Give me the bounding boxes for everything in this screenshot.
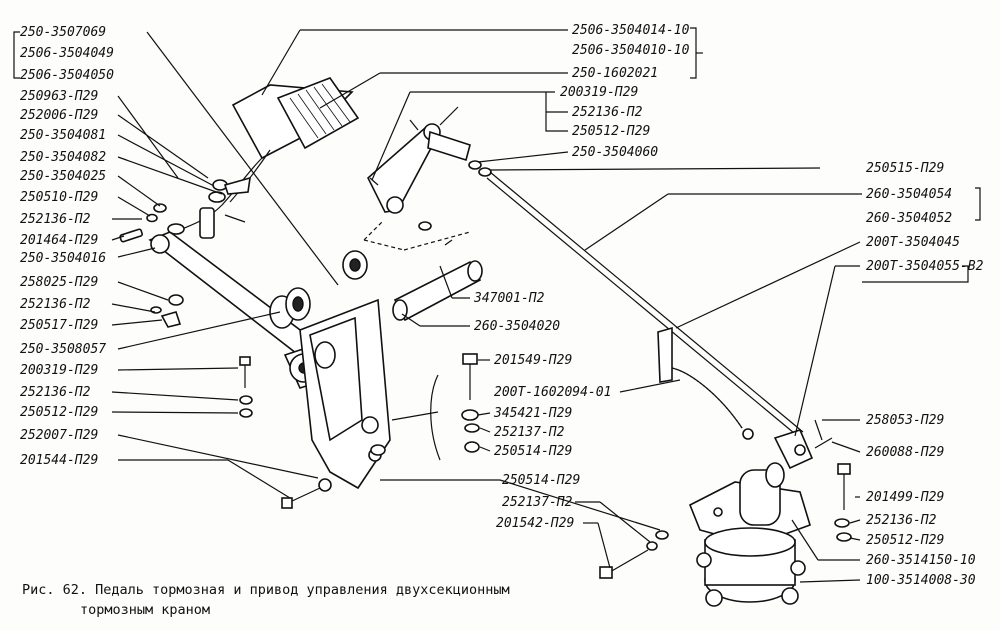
label-252136-p2-a: 252136-П2 — [20, 212, 91, 227]
label-347001-p2: 347001-П2 — [473, 291, 545, 306]
label-2506-3504014-10: 2506-3504014-10 — [572, 23, 690, 38]
label-200t-1602094-01: 200Т-1602094-01 — [494, 385, 611, 400]
label-252136-p2-e: 252136-П2 — [866, 513, 937, 528]
label-252136-p2-c: 252136-П2 — [20, 385, 91, 400]
label-200t-3504045: 200Т-3504045 — [866, 235, 960, 250]
caption-line-2: тормозным краном — [80, 602, 210, 618]
caption-line-1: Рис. 62. Педаль тормозная и привод управ… — [22, 582, 510, 598]
rod-spring — [657, 326, 754, 440]
label-201499-p29: 201499-П29 — [866, 490, 944, 505]
label-2506-3504049: 2506-3504049 — [20, 46, 114, 61]
center-labels: 347001-П2 260-3504020 201549-П29 200Т-16… — [473, 291, 611, 531]
figure-caption: Рис. 62. Педаль тормозная и привод управ… — [22, 582, 510, 618]
bracket-link — [391, 411, 439, 421]
label-260-3504020: 260-3504020 — [474, 319, 560, 334]
pedal-bracket — [299, 298, 391, 492]
label-250-1602021: 250-1602021 — [572, 66, 658, 81]
label-252137-p2-a: 252137-П2 — [494, 425, 565, 440]
label-201549-p29: 201549-П29 — [494, 353, 572, 368]
label-250512-p29-b: 250512-П29 — [572, 124, 650, 139]
label-250514-p29-b: 250514-П29 — [502, 473, 580, 488]
label-201464-p29: 201464-П29 — [20, 233, 98, 248]
label-252137-p2-b: 252137-П2 — [502, 495, 573, 510]
label-2506-3504050: 2506-3504050 — [20, 68, 114, 83]
label-260-3504052: 260-3504052 — [866, 211, 952, 226]
label-250514-p29-a: 250514-П29 — [494, 444, 572, 459]
label-345421-p29: 345421-П29 — [493, 406, 572, 421]
label-250-3507069: 250-3507069 — [20, 25, 106, 40]
pedal-shaft — [392, 239, 483, 322]
left-labels: 250-3507069 2506-3504049 2506-3504050 25… — [20, 25, 114, 468]
rod-clevis — [773, 419, 833, 470]
label-250-3504016: 250-3504016 — [20, 251, 106, 266]
upper-lever — [367, 106, 492, 231]
dash-bracket-1 — [363, 221, 471, 251]
label-250517-p29: 250517-П29 — [20, 318, 98, 333]
label-252006-p29: 252006-П29 — [20, 108, 98, 123]
label-201542-p29: 201542-П29 — [496, 516, 574, 531]
right-labels: 250515-П29 260-3504054 260-3504052 200Т-… — [866, 161, 984, 588]
label-258053-p29: 258053-П29 — [866, 413, 944, 428]
label-250-3504060: 250-3504060 — [572, 145, 658, 160]
label-250-3508057: 250-3508057 — [20, 342, 106, 357]
label-258025-p29: 258025-П29 — [20, 275, 98, 290]
label-250512-p29-c: 250512-П29 — [866, 533, 944, 548]
label-200319-p29-a: 200319-П29 — [20, 363, 98, 378]
label-201544-p29: 201544-П29 — [20, 453, 98, 468]
label-260-3514150-10: 260-3514150-10 — [866, 553, 976, 568]
label-250510-p29: 250510-П29 — [20, 190, 98, 205]
bushings — [269, 250, 368, 369]
pull-rod — [486, 171, 804, 439]
label-260-3504054: 260-3504054 — [866, 187, 952, 202]
label-250-3504082: 250-3504082 — [20, 150, 106, 165]
label-252136-p2-d: 252136-П2 — [572, 105, 643, 120]
label-250-3504025: 250-3504025 — [20, 169, 106, 184]
brake-valve — [688, 462, 811, 607]
label-252007-p29: 252007-П29 — [20, 428, 98, 443]
label-252136-p2-b: 252136-П2 — [20, 297, 91, 312]
top-right-labels: 2506-3504014-10 2506-3504010-10 250-1602… — [560, 23, 690, 160]
leader-lines — [13, 27, 981, 583]
label-260088-p29: 260088-П29 — [866, 445, 944, 460]
label-250963-p29: 250963-П29 — [20, 89, 98, 104]
label-250512-p29-a: 250512-П29 — [20, 405, 98, 420]
label-100-3514008-30: 100-3514008-30 — [866, 573, 976, 588]
pedal-pad — [174, 77, 360, 233]
arc-bracket — [430, 374, 441, 461]
label-200t-3504055-v2: 200Т-3504055-В2 — [866, 259, 984, 274]
label-200319-p29-b: 200319-П29 — [560, 85, 638, 100]
label-250515-p29: 250515-П29 — [866, 161, 944, 176]
label-250-3504081: 250-3504081 — [20, 128, 106, 143]
pedal-small-parts — [119, 176, 251, 243]
label-2506-3504010-10: 2506-3504010-10 — [572, 43, 690, 58]
bolts — [150, 294, 852, 579]
